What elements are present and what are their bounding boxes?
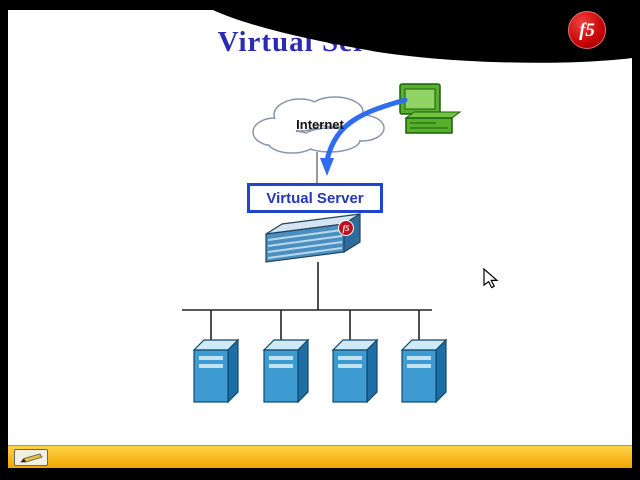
client-computer-icon <box>399 83 462 134</box>
device-f5-badge-icon: f5 <box>338 220 354 236</box>
server-icon <box>332 339 378 403</box>
virtual-server-box: Virtual Server <box>247 183 383 213</box>
svg-text:f5: f5 <box>343 224 350 233</box>
bigip-device-icon: f5 <box>265 212 361 263</box>
network-diagram: f5 <box>182 83 462 403</box>
presentation-slide: Virtual Servers f5 <box>8 10 632 468</box>
pen-tool-icon[interactable] <box>14 449 48 466</box>
server-icon <box>263 339 309 403</box>
traffic-arrow-icon <box>320 97 408 176</box>
virtual-server-label: Virtual Server <box>266 189 364 207</box>
server-icon <box>401 339 447 403</box>
server-icon <box>193 339 239 403</box>
bottom-bar <box>8 445 632 468</box>
internet-label: Internet <box>296 117 344 132</box>
f5-logo-text: f5 <box>579 19 595 41</box>
f5-logo-icon: f5 <box>568 11 606 49</box>
network-trunk-lines <box>182 262 432 342</box>
